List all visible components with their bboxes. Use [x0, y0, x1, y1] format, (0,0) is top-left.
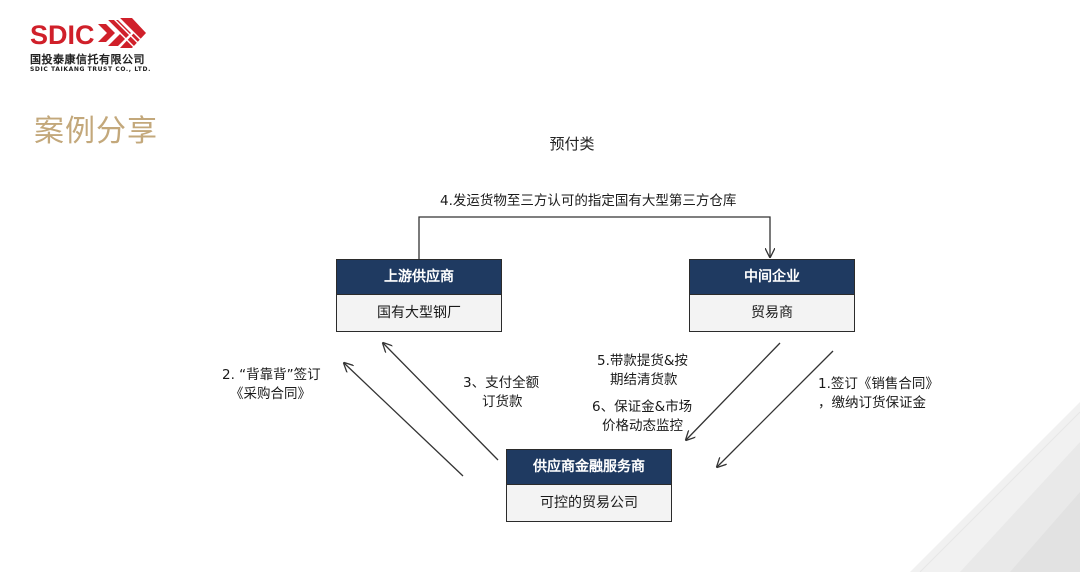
node-middle-header: 中间企业	[690, 260, 854, 295]
node-upstream-supplier: 上游供应商 国有大型钢厂	[336, 259, 502, 332]
logo-mark-icon	[98, 17, 147, 50]
arrow-step1	[717, 350, 834, 467]
label-step3-line1: 3、支付全额	[463, 375, 540, 391]
label-step1-line1: 1.签订《销售合同》	[818, 376, 939, 392]
company-name-cn: 国投泰康信托有限公司	[30, 53, 145, 66]
node-middle-body: 贸易商	[690, 295, 854, 331]
label-step5-line1: 5.带款提货&按	[597, 353, 688, 369]
node-service-body: 可控的贸易公司	[507, 485, 671, 521]
label-step2-line2: 《采购合同》	[230, 386, 311, 402]
company-logo-text: SDIC	[30, 20, 95, 50]
arrow-step4	[418, 216, 770, 259]
node-upstream-header: 上游供应商	[337, 260, 501, 295]
label-step4: 4.发运货物至三方认可的指定国有大型第三方仓库	[440, 193, 737, 209]
label-step5-line2: 期结清货款	[610, 372, 678, 388]
corner-decoration	[910, 402, 1080, 572]
label-step3-line2: 订货款	[482, 394, 523, 410]
arrow-step5	[686, 342, 781, 440]
section-title: 案例分享	[34, 114, 158, 149]
label-step6-line2: 价格动态监控	[602, 418, 683, 434]
node-service-header: 供应商金融服务商	[507, 450, 671, 485]
label-step1-line2: ，缴纳订货保证金	[818, 395, 926, 411]
node-upstream-body: 国有大型钢厂	[337, 295, 501, 331]
company-name-en: SDIC TAIKANG TRUST CO., LTD.	[30, 66, 151, 73]
label-step2-line1: 2. “背靠背”签订	[222, 367, 321, 383]
node-service-provider: 供应商金融服务商 可控的贸易公司	[506, 449, 672, 522]
label-step6-line1: 6、保证金&市场	[592, 399, 693, 415]
arrow-step2	[344, 363, 464, 477]
diagram-title: 预付类	[549, 135, 595, 153]
arrow-step3	[383, 343, 499, 461]
node-middle-enterprise: 中间企业 贸易商	[689, 259, 855, 332]
